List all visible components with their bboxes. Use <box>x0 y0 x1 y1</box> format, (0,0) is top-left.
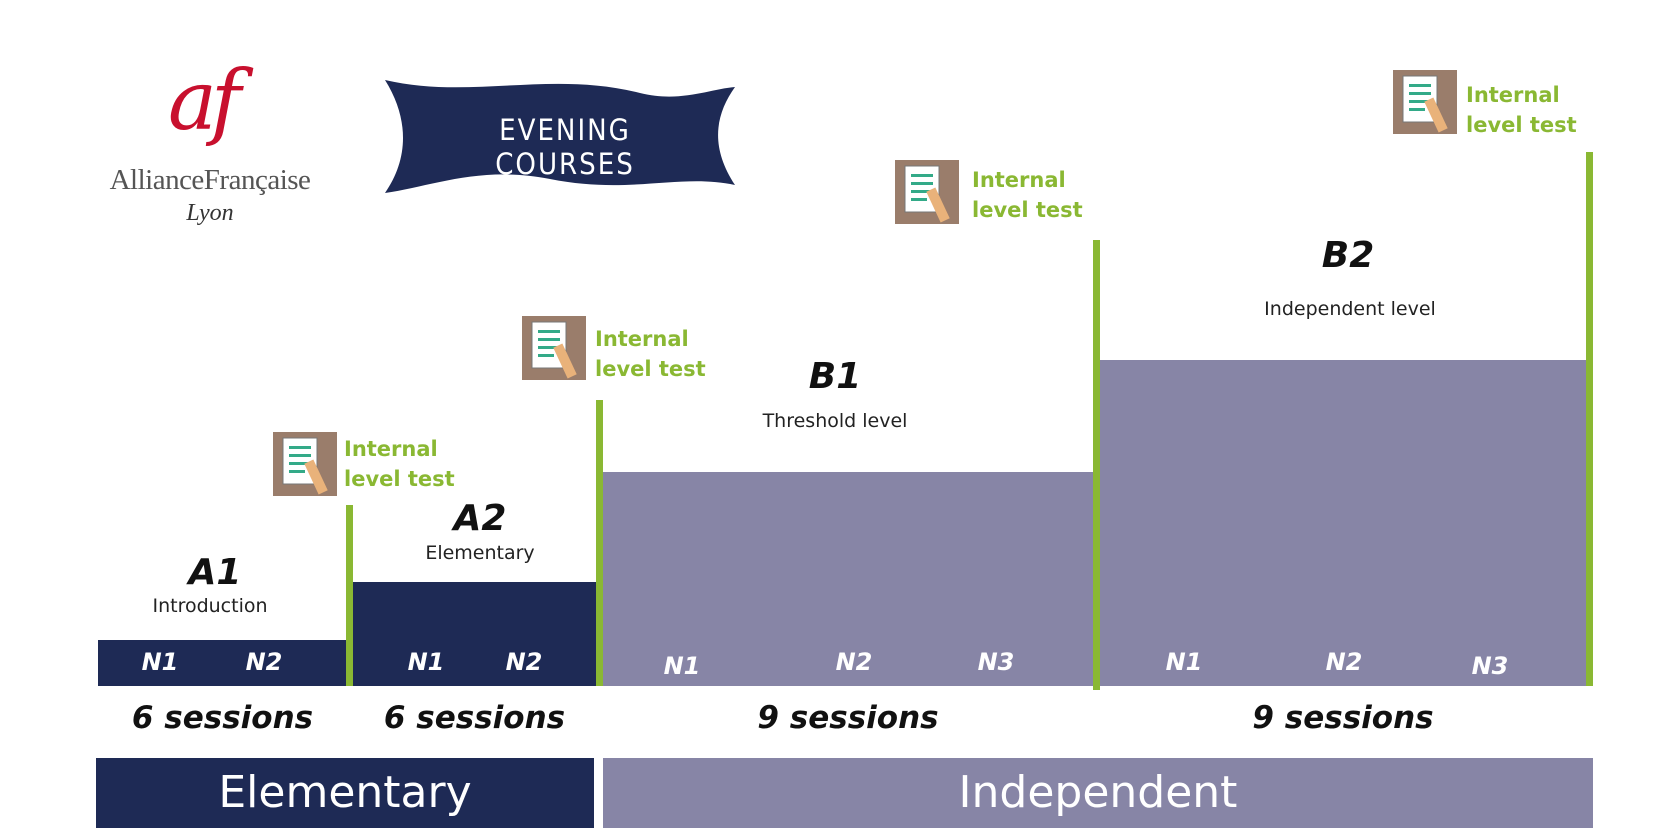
level-name-a1: Introduction <box>152 595 268 617</box>
sub-level-b2-n2: N2 <box>1325 648 1363 676</box>
logo-city: Lyon <box>186 200 234 226</box>
sub-level-a1-n1: N1 <box>141 648 179 676</box>
logo-name: AllianceFrançaise <box>109 164 311 196</box>
test-label-2: Internal level test <box>595 327 706 381</box>
divider-a1-a2 <box>346 505 353 686</box>
level-name-a2: Elementary <box>425 542 535 564</box>
banner-title: EVENING COURSES <box>495 113 635 181</box>
logo-mark: af <box>168 54 241 149</box>
level-name-b1: Threshold level <box>762 410 908 432</box>
sessions-a1: 6 sessions <box>131 700 314 736</box>
level-code-a2: A2 <box>453 498 507 539</box>
step-b2 <box>1100 360 1586 686</box>
test-sheet-pencil-icon <box>895 160 959 224</box>
sub-level-b2-n1: N1 <box>1165 648 1203 676</box>
sub-level-b1-n1: N1 <box>663 652 701 680</box>
step-a1 <box>98 640 346 686</box>
category-independent: Independent <box>603 758 1593 828</box>
level-code-a1: A1 <box>188 552 242 593</box>
test-label-4: Internal level test <box>1466 83 1577 137</box>
level-code-b1: B1 <box>808 356 862 397</box>
test-label-1: Internal level test <box>344 437 455 491</box>
test-sheet-pencil-icon <box>273 432 337 496</box>
level-name-b2: Independent level <box>1264 298 1436 320</box>
divider-a2-b1 <box>596 400 603 686</box>
test-sheet-pencil-icon <box>1393 70 1457 134</box>
sub-level-a2-n2: N2 <box>505 648 543 676</box>
sub-level-b2-n3: N3 <box>1471 652 1509 680</box>
sub-level-a2-n1: N1 <box>407 648 445 676</box>
step-a2 <box>353 582 596 686</box>
sessions-a2: 6 sessions <box>383 700 566 736</box>
ribbon-banner-icon <box>385 80 735 193</box>
test-sheet-pencil-icon <box>522 316 586 380</box>
level-code-b2: B2 <box>1321 235 1375 276</box>
sessions-b1: 9 sessions <box>757 700 939 736</box>
sub-level-a1-n2: N2 <box>245 648 283 676</box>
divider-b1-b2 <box>1093 240 1100 690</box>
sessions-b2: 9 sessions <box>1252 700 1434 736</box>
category-elementary: Elementary <box>96 758 594 828</box>
test-label-3: Internal level test <box>972 168 1083 222</box>
step-b1 <box>603 472 1093 686</box>
sub-level-b1-n3: N3 <box>977 648 1015 676</box>
sub-level-b1-n2: N2 <box>835 648 873 676</box>
divider-b2-end <box>1586 152 1593 686</box>
